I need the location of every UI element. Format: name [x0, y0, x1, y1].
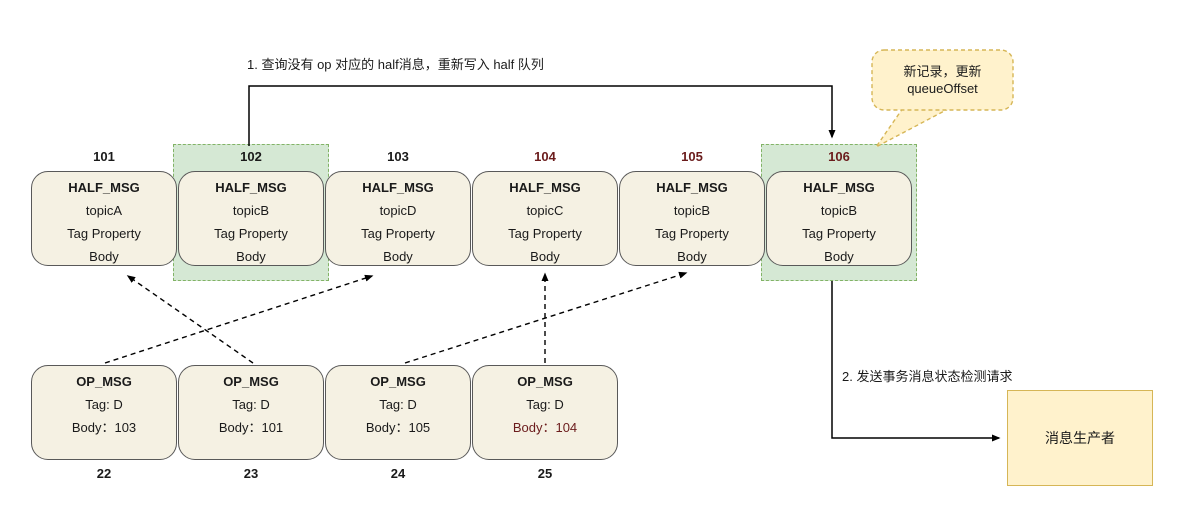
- op-msg-body: Body：104: [512, 420, 578, 435]
- op-msg-tag: Tag: D: [526, 397, 564, 412]
- op-msg-box: OP_MSG Tag: D Body：103: [31, 365, 177, 460]
- op-msg-body: Body：103: [71, 420, 137, 435]
- op-msg-tag: Tag: D: [85, 397, 123, 412]
- half-msg-topic: topicC: [526, 203, 564, 218]
- half-offset-label: 105: [681, 149, 703, 164]
- op-offset-label: 24: [390, 466, 406, 481]
- half-msg-title: HALF_MSG: [656, 180, 728, 195]
- producer-label: 消息生产者: [1045, 430, 1115, 446]
- half-msg-topic: topicD: [379, 203, 417, 218]
- half-offset-label: 104: [534, 149, 556, 164]
- op-offset-label: 25: [537, 466, 553, 481]
- op-msg-title: OP_MSG: [517, 374, 573, 389]
- half-msg-topic: topicB: [673, 203, 711, 218]
- half-msg-tag: Tag Property: [655, 226, 729, 241]
- arrow-op22-half103: [104, 274, 374, 364]
- half-msg-tag: Tag Property: [802, 226, 876, 241]
- half-offset-label: 101: [93, 149, 115, 164]
- op-msg-body: Body：101: [218, 420, 284, 435]
- op-msg-box: OP_MSG Tag: D Body：104: [472, 365, 618, 460]
- half-msg-tag: Tag Property: [361, 226, 435, 241]
- half-msg-tag: Tag Property: [67, 226, 141, 241]
- arrow-requeue-half: [248, 85, 836, 146]
- half-msg-tag: Tag Property: [214, 226, 288, 241]
- callout-tail: [875, 107, 951, 148]
- callout-note: 新记录，更新 queueOffset: [872, 50, 1013, 110]
- op-msg-title: OP_MSG: [76, 374, 132, 389]
- op-msg-body: Body：105: [365, 420, 431, 435]
- op-msg-title: OP_MSG: [370, 374, 426, 389]
- op-offset-label: 22: [96, 466, 112, 481]
- op-msg-box: OP_MSG Tag: D Body：105: [325, 365, 471, 460]
- half-msg-topic: topicA: [85, 203, 123, 218]
- op-msg-tag: Tag: D: [379, 397, 417, 412]
- callout-note-line2: queueOffset: [907, 81, 978, 96]
- half-msg-title: HALF_MSG: [362, 180, 434, 195]
- op-msg-box: OP_MSG Tag: D Body：101: [178, 365, 324, 460]
- step2-label: 2. 发送事务消息状态检测请求: [842, 369, 1013, 384]
- arrow-op23-half101: [126, 275, 254, 364]
- half-msg-tag: Tag Property: [508, 226, 582, 241]
- half-msg-body: Body: [236, 249, 266, 264]
- half-msg-title: HALF_MSG: [215, 180, 287, 195]
- half-offset-label: 102: [240, 149, 262, 164]
- op-offset-label: 23: [243, 466, 259, 481]
- half-offset-label: 106: [828, 149, 850, 164]
- half-offset-label: 103: [387, 149, 409, 164]
- half-msg-body: Body: [530, 249, 560, 264]
- half-msg-body: Body: [89, 249, 119, 264]
- half-msg-title: HALF_MSG: [803, 180, 875, 195]
- producer-box: 消息生产者: [1007, 390, 1153, 486]
- half-msg-body: Body: [677, 249, 707, 264]
- half-msg-body: Body: [824, 249, 854, 264]
- step1-label: 1. 查询没有 op 对应的 half消息，重新写入 half 队列: [247, 57, 544, 72]
- op-msg-title: OP_MSG: [223, 374, 279, 389]
- half-msg-body: Body: [383, 249, 413, 264]
- half-msg-topic: topicB: [820, 203, 858, 218]
- callout-note-line1: 新记录，更新: [903, 64, 982, 79]
- op-msg-tag: Tag: D: [232, 397, 270, 412]
- half-msg-topic: topicB: [232, 203, 270, 218]
- half-msg-title: HALF_MSG: [68, 180, 140, 195]
- half-msg-title: HALF_MSG: [509, 180, 581, 195]
- arrow-op24-half105: [404, 271, 688, 364]
- arrow-check-request: [831, 281, 1001, 442]
